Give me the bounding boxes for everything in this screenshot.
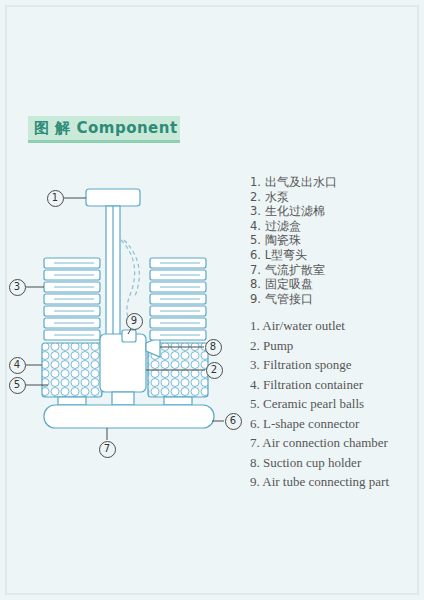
callout-circle: 6: [225, 413, 242, 430]
tube-line: [112, 206, 113, 336]
sponge-layer: [150, 258, 206, 268]
part-name: 8. 固定吸盘: [250, 278, 313, 291]
pump: [100, 334, 146, 392]
leader-line: [26, 365, 42, 366]
title: 图 解 Component: [34, 119, 178, 138]
callout-circle: 8: [205, 339, 222, 356]
sponge-layer: [150, 306, 206, 316]
leader-line: [160, 347, 204, 348]
title-underline: [28, 140, 180, 143]
leader-line: [146, 370, 205, 371]
sponge-layer: [150, 282, 206, 292]
callout-circle: 7: [99, 441, 116, 458]
leader-line: [26, 287, 44, 288]
sponge-layer: [150, 294, 206, 304]
callout-number: 4: [14, 360, 20, 370]
right-foot: [164, 397, 192, 405]
part-name: 9. Air tube connecting part: [250, 474, 389, 489]
sponge-slit: [160, 335, 200, 336]
sponge-slit: [54, 263, 94, 264]
callout-number: 8: [210, 342, 216, 352]
sponge-slit: [160, 311, 200, 312]
callout-circle: 2: [206, 362, 223, 379]
callout-circle: 9: [126, 313, 143, 330]
outlet: [86, 189, 140, 206]
callout-number: 6: [230, 416, 236, 426]
part-name: 3. 生化过滤棉: [250, 205, 325, 218]
air-connector: [122, 330, 136, 342]
sponge-slit: [160, 263, 200, 264]
l-connector: [112, 392, 134, 405]
part-name: 7. Air connection chamber: [250, 435, 388, 450]
sponge-slit: [54, 311, 94, 312]
leader-line: [212, 421, 224, 422]
sponge-slit: [54, 323, 94, 324]
sponge-slit: [160, 299, 200, 300]
part-name: 7. 气流扩散室: [250, 264, 325, 277]
part-name: 1. 出气及出水口: [250, 176, 337, 189]
photo-frame: [6, 6, 418, 594]
callout-circle: 3: [9, 279, 26, 296]
part-name: 2. 水泵: [250, 191, 289, 204]
leader-line: [26, 385, 48, 386]
part-name: 6. L-shape connector: [250, 416, 359, 431]
title-band: [28, 116, 180, 142]
part-name: 1. Air/water outlet: [250, 318, 345, 333]
sponge-slit: [54, 275, 94, 276]
base-chamber: [44, 405, 214, 428]
sponge-layer: [44, 330, 100, 340]
left-foot: [58, 397, 86, 405]
sponge-layer: [150, 330, 206, 340]
sponge-layer: [44, 258, 100, 268]
part-name: 5. Ceramic pearl balls: [250, 396, 364, 411]
callout-circle: 4: [9, 357, 26, 374]
sponge-layer: [44, 282, 100, 292]
part-name: 4. Filtration container: [250, 377, 363, 392]
sponge-slit: [54, 287, 94, 288]
left-container: [42, 343, 102, 397]
callout-number: 5: [14, 380, 20, 390]
sponge-layer: [44, 270, 100, 280]
callout-number: 1: [52, 193, 58, 203]
callout-number: 7: [104, 444, 110, 454]
part-name: 5. 陶瓷珠: [250, 234, 301, 247]
sponge-slit: [160, 323, 200, 324]
callout-circle: 5: [9, 377, 26, 394]
callout-circle: 1: [47, 190, 64, 207]
sponge-layer: [150, 318, 206, 328]
part-name: 9. 气管接口: [250, 293, 313, 306]
sponge-layer: [150, 270, 206, 280]
callout-number: 9: [131, 316, 137, 326]
leader-line: [107, 428, 108, 440]
sponge-slit: [160, 275, 200, 276]
sponge-slit: [54, 299, 94, 300]
sponge-layer: [44, 306, 100, 316]
callout-number: 3: [14, 282, 20, 292]
leader-line: [64, 198, 86, 199]
part-name: 8. Suction cup holder: [250, 455, 361, 470]
sponge-slit: [160, 287, 200, 288]
callout-number: 2: [211, 365, 217, 375]
air-flow: [124, 240, 139, 296]
sponge-layer: [44, 318, 100, 328]
part-name: 4. 过滤盒: [250, 220, 301, 233]
sponge-layer: [44, 294, 100, 304]
part-name: 2. Pump: [250, 338, 293, 353]
sponge-slit: [54, 335, 94, 336]
tube: [106, 206, 120, 336]
leader-line: [128, 329, 131, 334]
part-name: 6. L型弯头: [250, 249, 307, 262]
part-name: 3. Filtration sponge: [250, 357, 351, 372]
